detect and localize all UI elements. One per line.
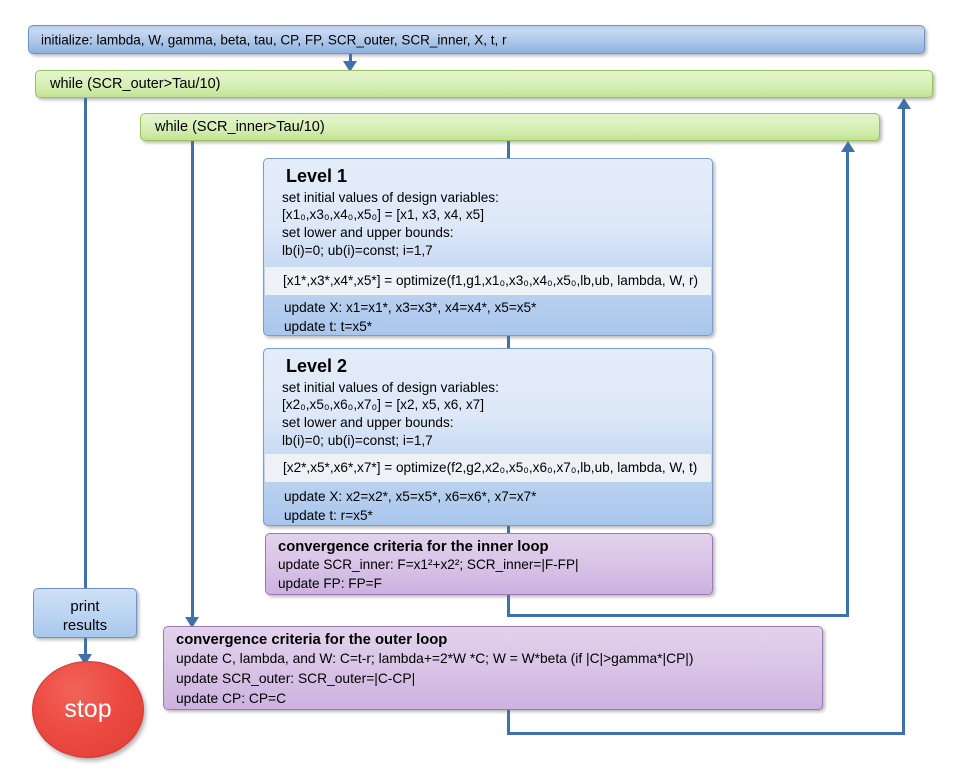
outer-while-box[interactable]: while (SCR_outer>Tau/10) [35,70,933,98]
connector-level2-to-inner-conv [507,526,510,537]
inner-while-label: while (SCR_inner>Tau/10) [155,119,325,135]
stop-node[interactable]: stop [32,661,144,758]
level1-setup-line-3: lb(i)=0; ub(i)=const; i=1,7 [282,243,433,259]
connector-outer-to-print [84,98,87,588]
level2-setup-line-1: [x2₀,x5₀,x6₀,x7₀] = [x2, x5, x6, x7] [282,397,485,413]
outer-while-label: while (SCR_outer>Tau/10) [50,76,221,92]
connector-innerwhile-to-level1 [507,141,510,158]
level2-update-lines: update X: x2=x2*, x5=x5*, x6=x6*, x7=x7*… [264,488,712,526]
initialize-box[interactable]: initialize: lambda, W, gamma, beta, tau,… [28,25,925,54]
connector-init-to-outer [349,54,352,63]
arrowhead-inner-to-outer-conv [185,617,199,628]
arrowhead-init-to-outer [343,61,357,72]
connector-outer-feedback-down [507,710,510,735]
connector-inner-feedback-right [507,614,849,617]
inner-convergence-title: convergence criteria for the inner loop [278,539,549,555]
outer-convergence-line-1: update SCR_outer: SCR_outer=|C-CP| [176,671,416,686]
stop-label: stop [64,695,112,723]
print-results-line-2: results [62,617,108,635]
outer-convergence-box[interactable]: convergence criteria for the outer loop … [163,626,823,710]
connector-inner-feedback-up [846,152,849,617]
level1-update-line-0: update X: x1=x1*, x3=x3*, x4=x4*, x5=x5* [284,300,537,315]
inner-convergence-box[interactable]: convergence criteria for the inner loop … [265,533,713,595]
connector-outer-feedback-up [902,109,905,735]
level2-update-line-1: update t: r=x5* [284,507,373,523]
level1-setup-lines: set initial values of design variables: … [264,188,712,261]
level2-box[interactable]: Level 2 set initial values of design var… [263,348,713,526]
level2-setup-line-3: lb(i)=0; ub(i)=const; i=1,7 [282,433,433,449]
print-results-line-1: print [70,598,100,615]
inner-convergence-line-0: update SCR_inner: F=x1²+x2²; SCR_inner=|… [278,557,579,572]
level2-title: Level 2 [286,356,348,376]
level2-setup-line-0: set initial values of design variables: [282,379,499,395]
arrowhead-inner-feedback [841,141,855,152]
inner-convergence-line-1: update FP: FP=F [278,575,382,591]
arrowhead-print-to-stop [78,654,92,665]
connector-inner-to-outer-conv [191,141,194,623]
initialize-label: initialize: lambda, W, gamma, beta, tau,… [41,32,507,47]
level2-optimize-line: [x2*,x5*,x6*,x7*] = optimize(f2,g2,x2₀,x… [265,454,711,482]
outer-convergence-line-0: update C, lambda, and W: C=t-r; lambda+=… [176,651,694,666]
print-results-label: print results [34,589,136,635]
level2-setup-lines: set initial values of design variables: … [264,378,712,451]
outer-convergence-line-2: update CP: CP=C [176,691,287,706]
level1-update-line-1: update t: t=x5* [284,318,373,334]
level1-setup-line-1: [x1₀,x3₀,x4₀,x5₀] = [x1, x3, x4, x5] [282,207,485,223]
level1-title: Level 1 [286,166,348,186]
inner-while-box[interactable]: while (SCR_inner>Tau/10) [140,113,880,141]
connector-level1-to-level2 [507,336,510,349]
level1-setup-line-2: set lower and upper bounds: [282,225,454,241]
connector-outer-feedback-right [507,732,905,735]
arrowhead-outer-feedback [897,98,911,109]
level1-box[interactable]: Level 1 set initial values of design var… [263,158,713,336]
connector-inner-feedback-down [507,595,510,617]
inner-convergence-lines: update SCR_inner: F=x1²+x2²; SCR_inner=|… [266,555,712,594]
outer-convergence-title: convergence criteria for the outer loop [176,632,448,648]
connector-print-to-stop [84,638,87,658]
level2-update-line-0: update X: x2=x2*, x5=x5*, x6=x6*, x7=x7* [284,489,537,504]
level1-optimize-line: [x1*,x3*,x4*,x5*] = optimize(f1,g1,x1₀,x… [265,267,711,295]
print-results-box[interactable]: print results [33,588,137,638]
outer-convergence-lines: update C, lambda, and W: C=t-r; lambda+=… [164,648,822,709]
level1-update-lines: update X: x1=x1*, x3=x3*, x4=x4*, x5=x5*… [264,299,712,337]
level2-setup-line-2: set lower and upper bounds: [282,415,454,431]
level1-setup-line-0: set initial values of design variables: [282,189,499,205]
